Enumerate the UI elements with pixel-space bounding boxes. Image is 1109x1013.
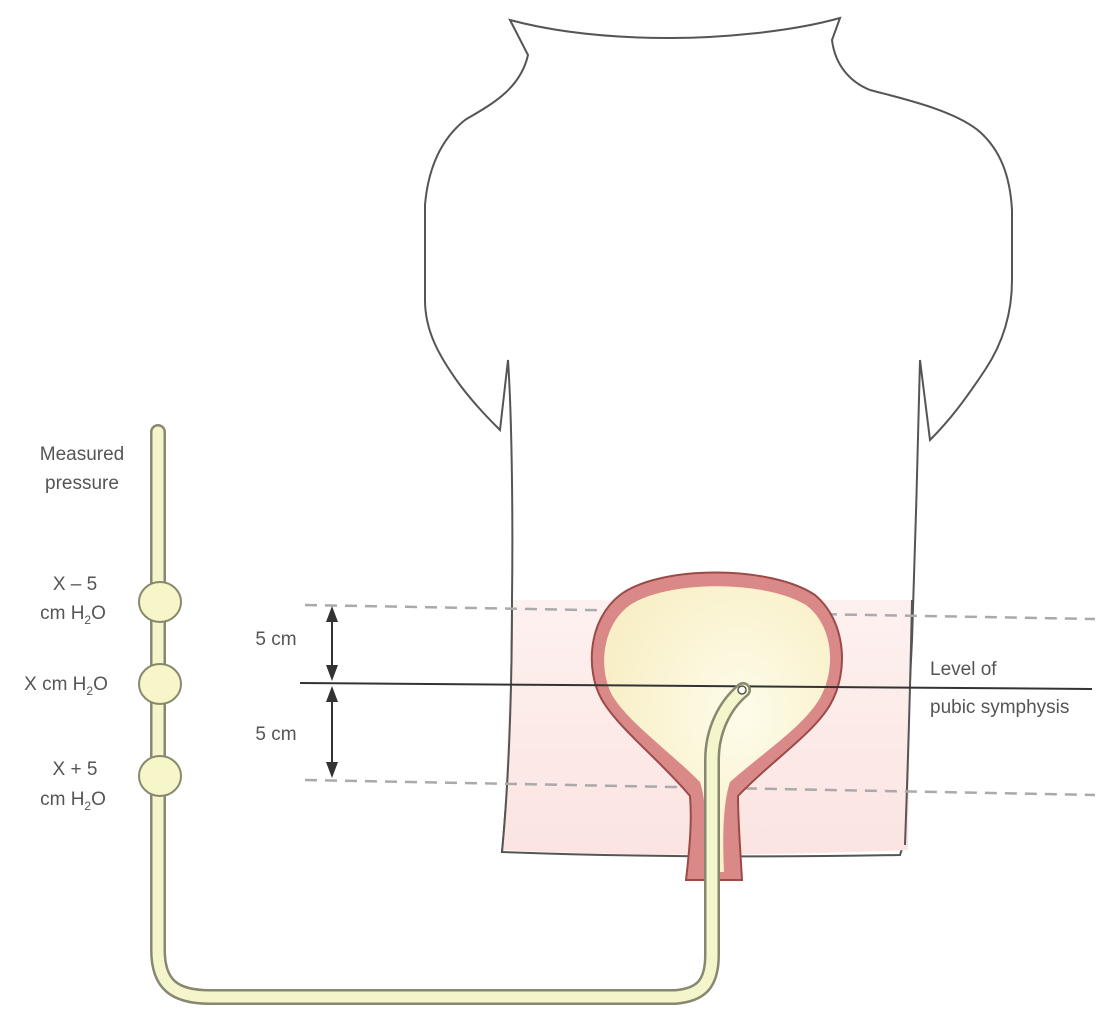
lower-pressure-label-line2: cm H2O [40, 789, 106, 813]
upper-pressure-label-line1: X – 5 [53, 574, 97, 595]
middle-pressure-label: X cm H2O [24, 674, 108, 698]
pressure-bubble-middle [139, 664, 181, 704]
upper-distance-label: 5 cm [255, 629, 296, 650]
pressure-bubble-upper [139, 582, 181, 622]
measured-pressure-label-line1: Measured [40, 444, 125, 465]
lower-distance-label: 5 cm [255, 724, 296, 745]
lower-dimension-arrow [326, 686, 338, 778]
upper-pressure-label-line2: cm H2O [40, 603, 106, 627]
pressure-bubble-lower [139, 756, 181, 796]
measured-pressure-label-line2: pressure [45, 473, 119, 494]
reference-level-label-line1: Level of [930, 659, 997, 680]
catheter-tip [738, 686, 746, 694]
lower-pressure-label-line1: X + 5 [53, 759, 98, 780]
upper-dimension-arrow [326, 606, 338, 681]
reference-level-label-line2: pubic symphysis [930, 697, 1069, 718]
